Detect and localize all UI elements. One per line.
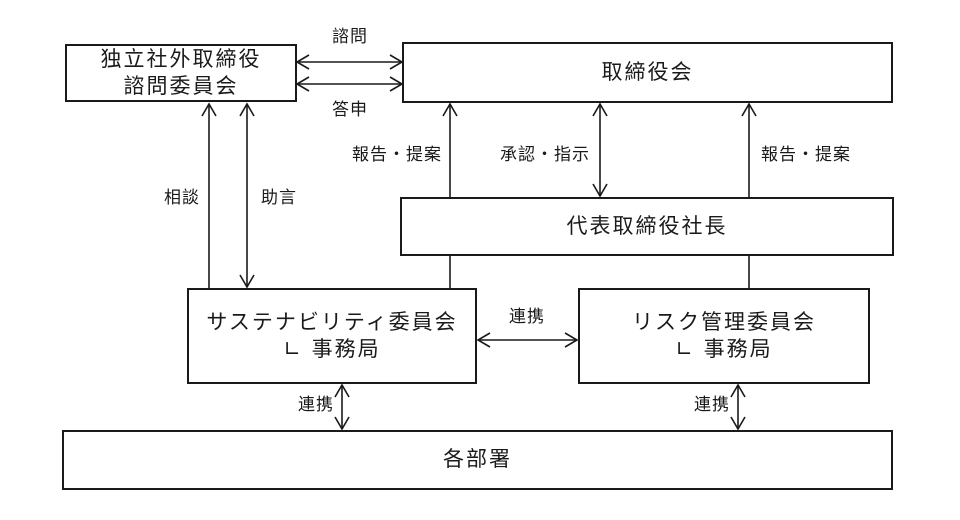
- node-label-line1: 独立社外取締役: [100, 46, 262, 71]
- node-sublabel-secretariat: ∟ 事務局: [283, 337, 381, 361]
- node-label-line2: 諮問委員会: [123, 74, 239, 98]
- edge-label-consultation: 諮問: [332, 27, 368, 47]
- node-risk-management-committee: リスク管理委員会 ∟ 事務局: [578, 288, 870, 384]
- edge-label-approve-instruct: 承認・指示: [500, 145, 590, 165]
- node-label: 取締役会: [601, 59, 694, 84]
- node-sustainability-committee: サステナビリティ委員会 ∟ 事務局: [187, 288, 477, 384]
- edge-label-cooperate-right: 連携: [694, 395, 730, 415]
- edge-label-report-propose-left: 報告・提案: [352, 145, 442, 165]
- node-label: リスク管理委員会: [632, 309, 816, 334]
- node-departments: 各部署: [62, 430, 893, 490]
- edge-label-advice: 助言: [261, 188, 297, 208]
- edge-label-cooperate-mid: 連携: [509, 307, 545, 327]
- node-board-of-directors: 取締役会: [402, 42, 893, 103]
- node-advisory-committee: 独立社外取締役 諮問委員会: [65, 44, 297, 102]
- edge-label-report-back: 答申: [332, 100, 368, 120]
- node-sublabel-secretariat: ∟ 事務局: [675, 337, 773, 361]
- node-label: 各部署: [443, 447, 512, 472]
- edge-label-cooperate-left: 連携: [298, 395, 334, 415]
- node-label: 代表取締役社長: [566, 213, 728, 238]
- edge-label-consult: 相談: [164, 188, 200, 208]
- node-president: 代表取締役社長: [400, 197, 894, 256]
- edge-label-report-propose-right: 報告・提案: [761, 145, 851, 165]
- node-label: サステナビリティ委員会: [206, 309, 458, 334]
